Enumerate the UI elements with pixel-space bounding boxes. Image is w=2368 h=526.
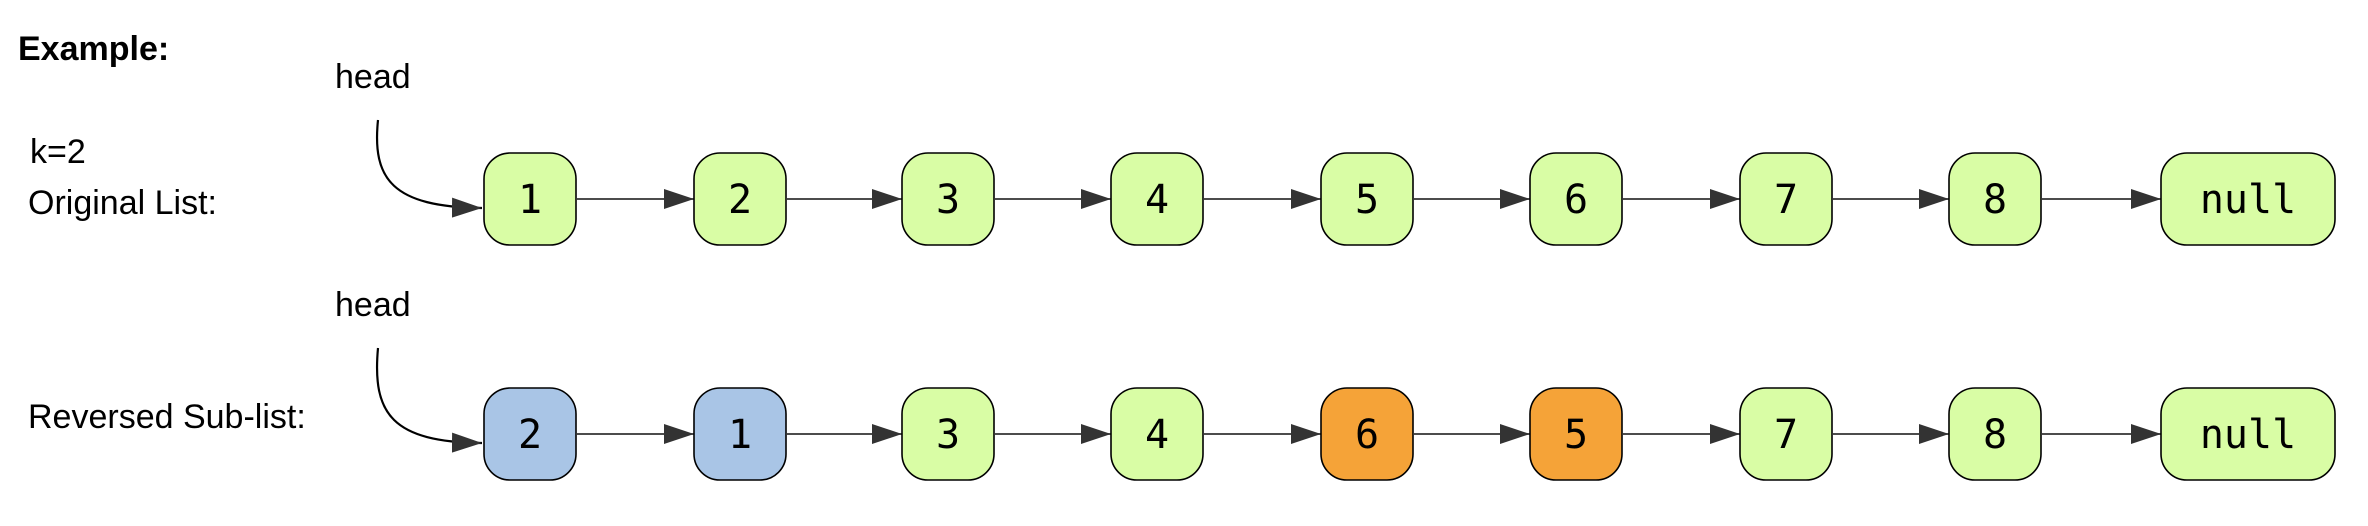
list-node: 7 <box>1739 387 1833 481</box>
list-row: Reversed Sub-list: head 2 1 3 4 6 5 7 8 null <box>28 286 2336 481</box>
node-box <box>2160 387 2336 481</box>
list-node: 3 <box>901 387 995 481</box>
null-node: null <box>2160 387 2336 481</box>
node-value: 1 <box>728 412 752 458</box>
node-value: 6 <box>1355 412 1379 458</box>
list-row: Original List: head 1 2 3 4 5 6 7 8 null <box>28 58 2336 246</box>
list-node: 2 <box>693 152 787 246</box>
list-node: 7 <box>1739 152 1833 246</box>
node-value: 8 <box>1983 177 2007 223</box>
node-value: 5 <box>1355 177 1379 223</box>
node-value: 8 <box>1983 412 2007 458</box>
list-node: 5 <box>1320 152 1414 246</box>
list-node: 4 <box>1110 152 1204 246</box>
example-heading: Example: <box>18 30 169 68</box>
list-node: 6 <box>1529 152 1623 246</box>
node-value: 5 <box>1564 412 1588 458</box>
node-value: 3 <box>936 412 960 458</box>
node-value: null <box>2200 177 2296 223</box>
node-value: 7 <box>1774 177 1798 223</box>
list-node: 6 <box>1320 387 1414 481</box>
head-pointer-arrow <box>376 119 483 218</box>
node-value: 2 <box>518 412 542 458</box>
list-node: 5 <box>1529 387 1623 481</box>
list-node: 1 <box>483 152 577 246</box>
node-value: 7 <box>1774 412 1798 458</box>
null-node: null <box>2160 152 2336 246</box>
node-value: 2 <box>728 177 752 223</box>
head-label: head <box>335 286 411 324</box>
list-node: 8 <box>1948 387 2042 481</box>
list-node: 2 <box>483 387 577 481</box>
row-label: Original List: <box>28 184 217 222</box>
list-node: 1 <box>693 387 787 481</box>
node-value: 4 <box>1145 177 1169 223</box>
list-node: 3 <box>901 152 995 246</box>
row-label: Reversed Sub-list: <box>28 398 306 436</box>
node-value: 1 <box>518 177 542 223</box>
node-value: 3 <box>936 177 960 223</box>
node-value: null <box>2200 412 2296 458</box>
node-value: 6 <box>1564 177 1588 223</box>
list-node: 4 <box>1110 387 1204 481</box>
node-box <box>2160 152 2336 246</box>
node-value: 4 <box>1145 412 1169 458</box>
list-node: 8 <box>1948 152 2042 246</box>
head-pointer-arrow <box>376 347 483 453</box>
head-label: head <box>335 58 411 96</box>
k-label: k=2 <box>30 133 86 171</box>
